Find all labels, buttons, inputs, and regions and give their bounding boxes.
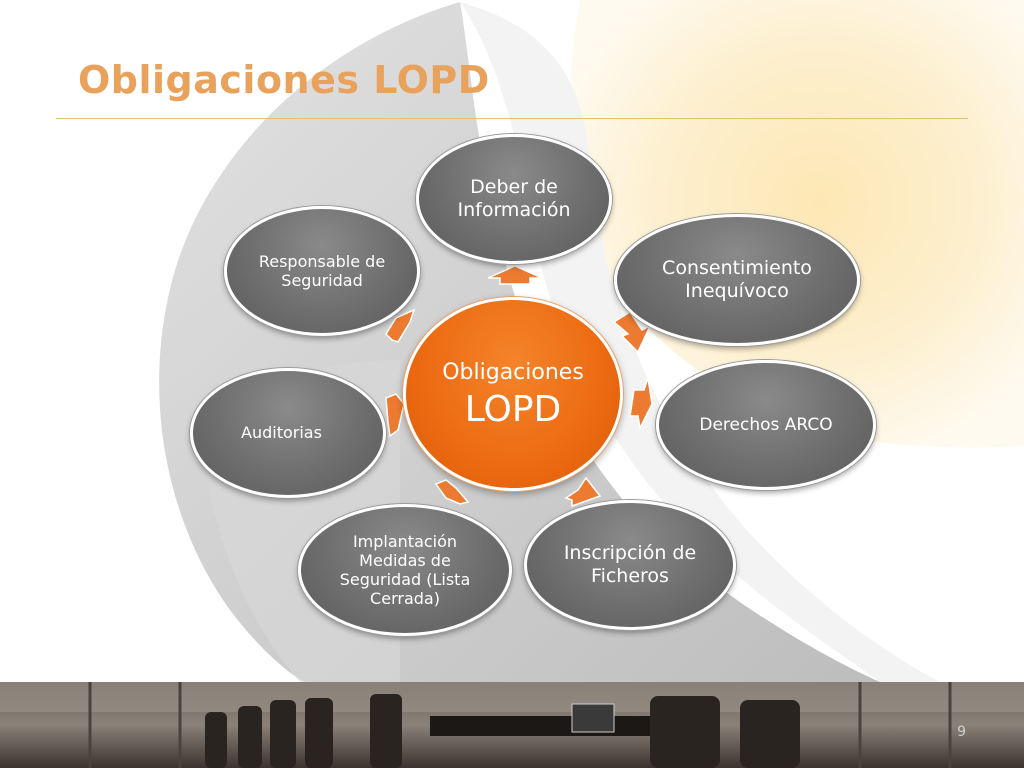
center-node-line1: Obligaciones <box>442 360 584 385</box>
arrow-to-responsable <box>385 308 416 343</box>
node-label: Implantación Medidas de Seguridad (Lista… <box>339 531 471 609</box>
node-consentimiento-inequivoco: Consentimiento Inequívoco <box>614 214 860 346</box>
node-label: Deber de Información <box>457 176 571 221</box>
window-frames <box>88 682 952 768</box>
node-deber-de-informacion: Deber de Información <box>416 134 612 264</box>
arrow-to-derechos <box>629 377 653 431</box>
arrow-to-implantacion <box>434 479 470 505</box>
node-label: Auditorias <box>241 423 322 443</box>
arrow-to-inscripcion <box>564 476 602 508</box>
monitor <box>571 703 615 733</box>
node-label: Consentimiento Inequívoco <box>662 257 812 302</box>
arrow-to-deber <box>487 265 543 285</box>
chairs-silhouette <box>205 694 800 768</box>
node-label: Derechos ARCO <box>699 414 833 435</box>
node-derechos-arco: Derechos ARCO <box>656 360 876 490</box>
arrow-to-auditorias <box>385 393 405 438</box>
node-responsable-de-seguridad: Responsable de Seguridad <box>224 206 420 336</box>
node-label: Inscripción de Ficheros <box>563 542 697 587</box>
title-underline <box>56 118 968 119</box>
page-number: 9 <box>957 724 966 740</box>
window-band <box>0 682 1024 712</box>
center-node-obligaciones-lopd: Obligaciones LOPD <box>403 297 623 491</box>
node-label: Responsable de Seguridad <box>258 251 386 290</box>
node-auditorias: Auditorias <box>190 368 386 498</box>
node-implantacion-medidas-de-seguridad: Implantación Medidas de Seguridad (Lista… <box>298 504 512 636</box>
node-inscripcion-de-ficheros: Inscripción de Ficheros <box>524 500 736 630</box>
slide-title: Obligaciones LOPD <box>78 58 490 102</box>
center-node-line2: LOPD <box>464 389 562 430</box>
